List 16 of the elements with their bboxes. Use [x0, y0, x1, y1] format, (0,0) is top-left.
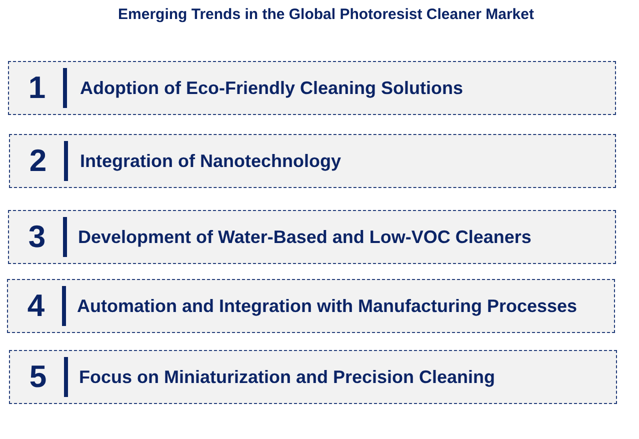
trend-label: Adoption of Eco-Friendly Cleaning Solutions: [80, 77, 463, 99]
trend-label: Integration of Nanotechnology: [80, 150, 341, 172]
trend-number: 3: [27, 220, 47, 254]
trend-box: [8, 210, 616, 264]
trend-label: Automation and Integration with Manufacturing Processes: [77, 295, 578, 317]
trend-box: [9, 134, 616, 188]
trend-number: 1: [27, 71, 47, 105]
trend-number: 2: [28, 144, 48, 178]
trend-box: [9, 350, 617, 404]
trend-box: [8, 61, 616, 115]
diagram-title: Emerging Trends in the Global Photoresist Cleaner Market: [117, 6, 535, 23]
trend-label: Development of Water-Based and Low-VOC Cleaners: [78, 226, 532, 248]
trend-number: 4: [26, 289, 46, 323]
trend-label: Focus on Miniaturization and Precision Cleaning: [79, 366, 496, 388]
trend-number: 5: [28, 360, 48, 394]
trend-box: [7, 279, 615, 333]
